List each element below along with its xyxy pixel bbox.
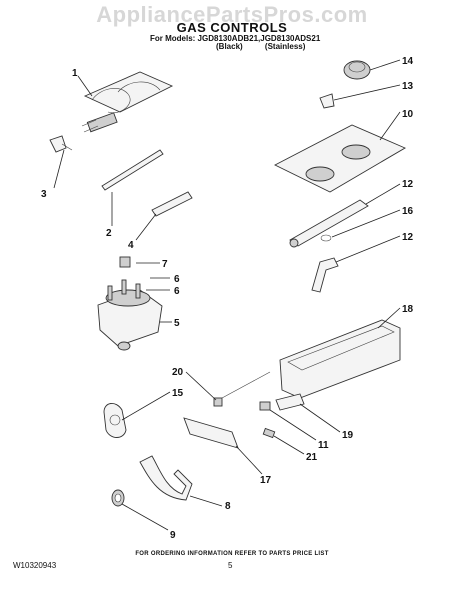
part-19-bracket [275, 393, 305, 411]
part-11-fitting [259, 401, 271, 411]
callout-13: 13 [402, 81, 414, 92]
callout-11: 11 [318, 440, 329, 451]
part-2-rod [101, 149, 164, 191]
callout-6a: 6 [174, 274, 180, 285]
part-18-pan [279, 319, 401, 399]
ordering-note: FOR ORDERING INFORMATION REFER TO PARTS … [135, 551, 329, 557]
part-7-block [119, 256, 131, 268]
callout-19: 19 [342, 430, 354, 441]
part-14-cap [343, 60, 371, 80]
part-16-ring [320, 234, 332, 242]
callout-5: 5 [174, 318, 180, 329]
callout-12a: 12 [402, 179, 414, 190]
callout-15: 15 [172, 388, 184, 399]
page-number: 5 [228, 561, 233, 570]
part-5-valve [97, 279, 163, 351]
page-title: GAS CONTROLS [176, 20, 288, 35]
callout-7: 7 [162, 259, 168, 270]
part-21-screw [262, 427, 276, 439]
callout-1: 1 [72, 68, 78, 79]
part-8-tube [139, 455, 193, 501]
callout-3: 3 [41, 189, 47, 200]
callout-12b: 12 [402, 232, 414, 243]
document-number: W10320943 [13, 561, 57, 570]
part-12-lower-tube [311, 257, 339, 293]
leader-lines [53, 59, 401, 531]
callout-21: 21 [306, 452, 318, 463]
model-list: For Models: JGD8130ADB21,JGD8130ADS21 [150, 34, 321, 43]
part-9-ring [111, 489, 125, 507]
callout-2: 2 [106, 228, 112, 239]
callout-16: 16 [402, 206, 414, 217]
part-15-ignitor [103, 403, 127, 438]
color-stainless-label: (Stainless) [264, 42, 306, 51]
callout-4: 4 [128, 240, 134, 251]
color-black-label: (Black) [216, 42, 243, 51]
callout-17: 17 [260, 475, 272, 486]
callout-6b: 6 [174, 286, 180, 297]
callout-18: 18 [402, 304, 414, 315]
part-3-clip [49, 135, 73, 153]
part-13-clip [319, 93, 335, 109]
callout-9: 9 [170, 530, 176, 541]
part-17-plate [183, 417, 239, 449]
part-4-bracket [151, 191, 193, 217]
part-12-upper-tube [289, 199, 369, 248]
part-20-wire [213, 371, 271, 407]
callout-8: 8 [225, 501, 231, 512]
callout-20: 20 [172, 367, 184, 378]
callout-14: 14 [402, 56, 414, 67]
part-10-tray [274, 124, 406, 193]
model-colors: (Black) (Stainless) [216, 42, 325, 51]
part-1-burner-assembly [81, 71, 174, 133]
watermark: AppliancePartsPros.com [96, 2, 368, 27]
callout-10: 10 [402, 109, 414, 120]
